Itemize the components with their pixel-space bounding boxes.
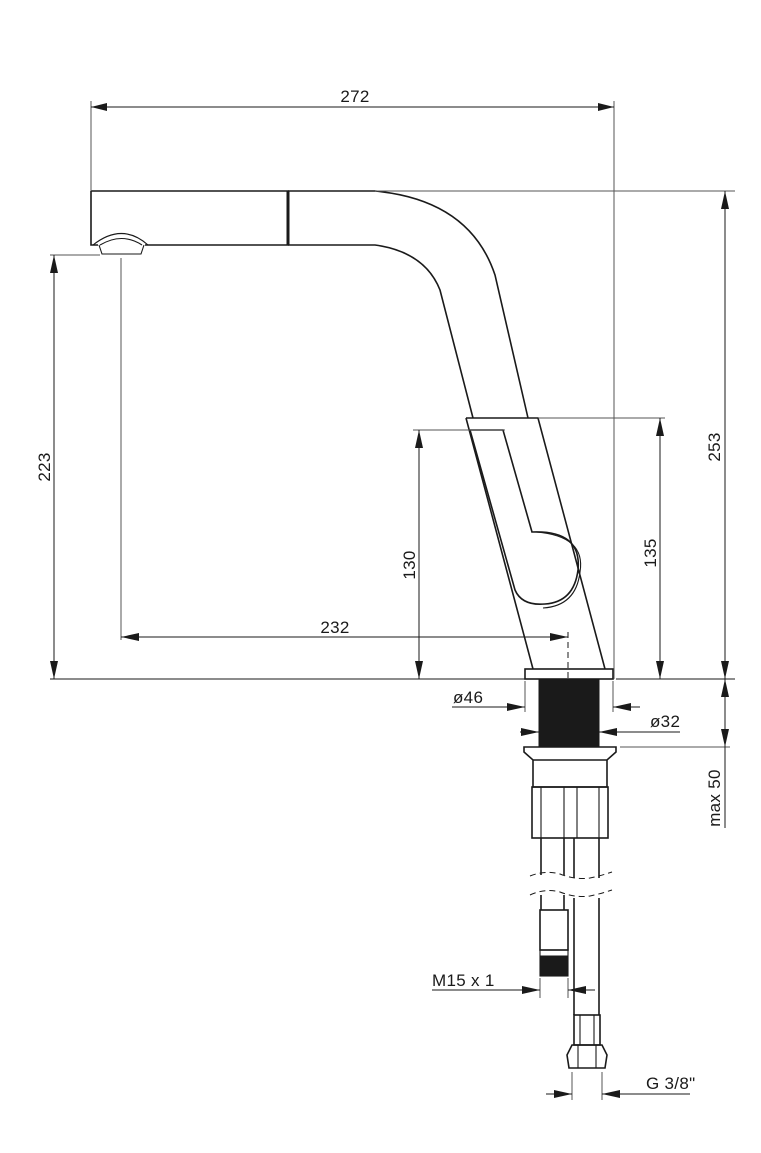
- m15-fitting: [539, 909, 569, 951]
- spout-head: [90, 190, 289, 246]
- hex-nut: [566, 1044, 608, 1069]
- label-max50: max 50: [705, 769, 724, 827]
- spout-arm: [288, 190, 529, 419]
- dim-body-height: 135: [538, 417, 665, 679]
- aerator-icon: [92, 233, 149, 255]
- label-d46: ø46: [453, 688, 483, 707]
- dim-max-deck: max 50: [620, 679, 730, 828]
- mounting-nut: [531, 786, 609, 839]
- break-line: [529, 871, 613, 879]
- lever-handle: [468, 429, 580, 606]
- lever-handle-shadow: [535, 531, 582, 609]
- washer: [523, 746, 617, 788]
- label-253: 253: [705, 432, 724, 461]
- dim-overall-height: 253: [375, 190, 735, 679]
- dim-spout-height: 223: [35, 254, 100, 679]
- label-272: 272: [340, 87, 369, 106]
- dim-spout-reach: 232: [120, 258, 569, 680]
- dim-hole-diameter: ø32: [520, 712, 680, 736]
- faucet-body: [90, 190, 617, 1069]
- g38-connector: [573, 1014, 601, 1046]
- label-m15: M15 x 1: [432, 971, 495, 990]
- dim-m15: M15 x 1: [432, 971, 595, 998]
- dim-base-diameter: ø46: [452, 681, 640, 712]
- label-232: 232: [320, 618, 349, 637]
- m15-thread: [539, 955, 569, 977]
- dim-g38: G 3/8": [546, 1072, 695, 1100]
- dim-lever-height: 130: [400, 429, 505, 679]
- label-130: 130: [400, 550, 419, 579]
- base-plate: [524, 668, 614, 680]
- label-135: 135: [641, 538, 660, 567]
- spout-arm-inner: [288, 244, 474, 419]
- dim-overall-width: 272: [90, 87, 615, 679]
- label-d32: ø32: [650, 712, 680, 731]
- threaded-shank: [538, 678, 600, 748]
- label-g38: G 3/8": [646, 1074, 695, 1093]
- faucet-column: [465, 417, 606, 670]
- label-223: 223: [35, 452, 54, 481]
